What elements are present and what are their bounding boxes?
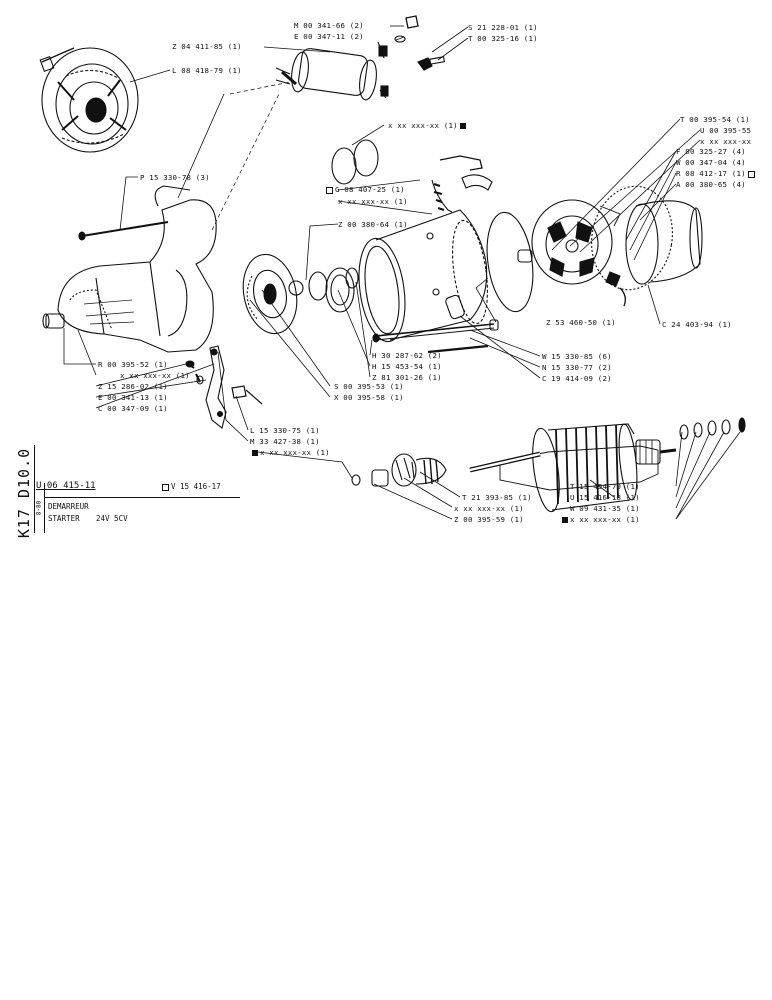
brush-holder-ring xyxy=(39,47,139,153)
label-w00347: W 00 347-04 (4) xyxy=(676,158,746,167)
label-z04411: Z 04 411-85 (1) xyxy=(172,42,242,51)
divider xyxy=(34,445,35,533)
label-c00347: C 00 347-09 (1) xyxy=(98,404,168,413)
armature xyxy=(469,417,746,513)
name-en: STARTER xyxy=(48,514,80,523)
label-r08412: R 08 412-17 (1) xyxy=(676,169,755,178)
label-z00395: Z 00 395-59 (1) xyxy=(454,515,524,524)
label-xx-b: x xx xxx-xx (1) xyxy=(454,504,524,513)
square-icon xyxy=(162,483,169,491)
label-t15454: T 15 454-79 (1) xyxy=(570,482,640,491)
label-n15330: N 15 330-77 (2) xyxy=(542,363,612,372)
label-l08418: L 08 418-79 (1) xyxy=(172,66,242,75)
variant-ref: V 15 416-17 xyxy=(162,482,221,491)
label-xx-top: x xx xxx-xx (1) xyxy=(388,121,466,130)
label-h30287: H 30 287-62 (2) xyxy=(372,351,442,360)
label-x00395: X 00 395-58 (1) xyxy=(334,393,404,402)
label-l15330: L 15 330-75 (1) xyxy=(250,426,320,435)
label-w09431: W 09 431-35 (1) xyxy=(570,504,640,513)
title-block: K17 D10.0 8-80 U 06 415-11 V 15 416-17 D… xyxy=(14,445,240,538)
label-g08407: G 08 407-25 (1) xyxy=(326,185,405,194)
filled-square-icon xyxy=(459,123,466,129)
label-xx-right: x xx xxx-xx xyxy=(700,137,752,146)
divider xyxy=(44,483,45,533)
label-xx-bl: x xx xxx-xx (1) xyxy=(252,448,330,457)
label-h15453: H 15 453-54 (1) xyxy=(372,362,442,371)
label-z53460: Z 53 460-50 (1) xyxy=(546,318,616,327)
label-xx-br: x xx xxx-xx (1) xyxy=(562,515,640,524)
label-m00341: M 00 341-66 (2) xyxy=(294,21,364,30)
label-e00341: E 00 341-13 (1) xyxy=(98,393,168,402)
shift-lever xyxy=(185,345,263,429)
label-w15330: W 15 330-85 (6) xyxy=(542,352,612,361)
solenoid-switch xyxy=(275,15,446,101)
label-p15330: P 15 330-78 (3) xyxy=(140,173,210,182)
label-t21393: T 21 393-85 (1) xyxy=(462,493,532,502)
label-t00325: T 00 325-16 (1) xyxy=(468,34,538,43)
label-s00395: S 00 395-53 (1) xyxy=(334,382,404,391)
label-c24403: C 24 403-94 (1) xyxy=(662,320,732,329)
pinion-drive xyxy=(351,453,447,487)
label-f00325: F 00 325-27 (4) xyxy=(676,147,746,156)
brush-plate xyxy=(517,185,673,307)
connection-dashes xyxy=(211,81,291,231)
end-cover xyxy=(625,200,703,285)
label-u00395: U 00 395-55 xyxy=(700,126,752,135)
sheet-code: K17 D10.0 xyxy=(15,447,33,539)
label-xx-left: x xx xxx-xx (1) xyxy=(120,371,190,380)
through-bolts xyxy=(372,319,499,354)
field-frame xyxy=(358,209,534,343)
filled-square-icon xyxy=(562,517,568,523)
intermediate-plate xyxy=(242,253,359,335)
label-r00395: R 00 395-52 (1) xyxy=(98,360,168,369)
label-u15416: U 15 416-18 (1) xyxy=(570,493,640,502)
filled-square-icon xyxy=(252,450,258,456)
label-e00347: E 00 347-11 (2) xyxy=(294,32,364,41)
label-xx-mid: x xx xxx-xx (1) xyxy=(338,197,408,206)
label-z15286: Z 15 286-02 (1) xyxy=(98,382,168,391)
cover-band xyxy=(331,139,493,213)
label-s21228: S 21 228-01 (1) xyxy=(468,23,538,32)
label-c19414: C 19 414-09 (2) xyxy=(542,374,612,383)
drive-end-housing xyxy=(42,185,217,353)
label-m33427: M 33 427-38 (1) xyxy=(250,437,320,446)
leader-lines xyxy=(63,25,741,520)
rating: 24V 5CV xyxy=(96,514,128,523)
label-z00380: Z 00 380-64 (1) xyxy=(338,220,408,229)
label-t00395: T 00 395-54 (1) xyxy=(680,115,750,124)
name-fr: DEMARREUR xyxy=(48,502,89,511)
assembly-ref: U 06 415-11 xyxy=(36,481,96,491)
square-icon xyxy=(326,186,333,194)
divider xyxy=(44,497,240,498)
square-icon xyxy=(747,170,755,178)
label-z81301: Z 81 301-26 (1) xyxy=(372,373,442,382)
label-a00380: A 00 380-65 (4) xyxy=(676,180,746,189)
